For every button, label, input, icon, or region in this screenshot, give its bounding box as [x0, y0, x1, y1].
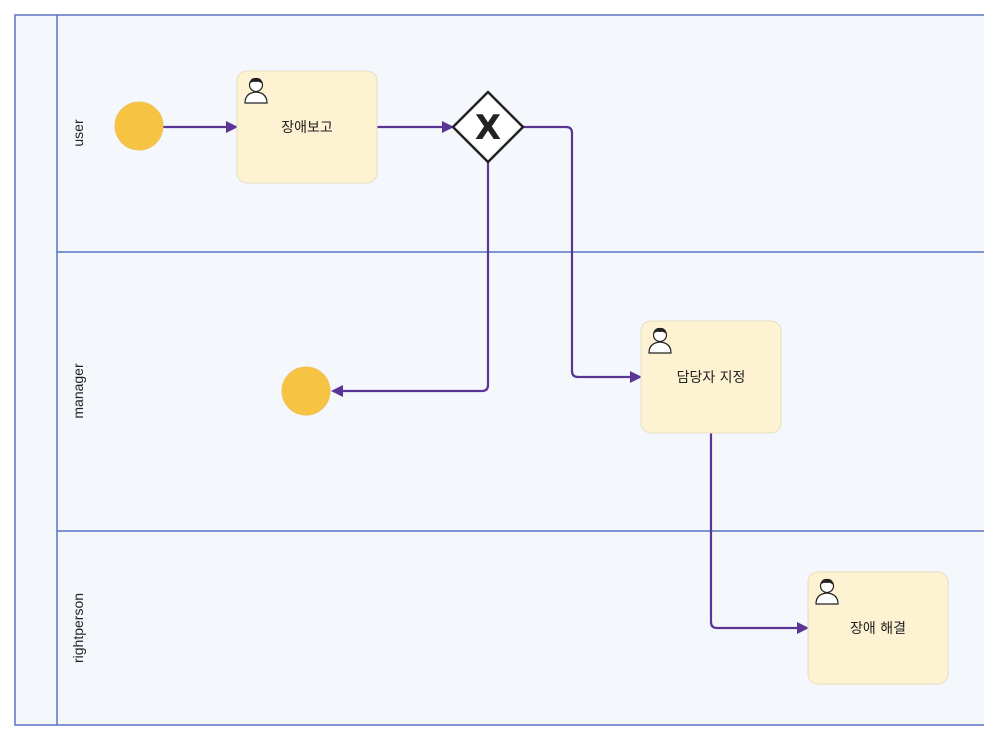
task-label: 장애보고 — [281, 120, 333, 136]
start-event[interactable] — [114, 101, 164, 151]
user-icon — [648, 327, 672, 354]
sequence-flow-gateway-to-assign[interactable] — [522, 125, 642, 383]
task-label: 담당자 지정 — [677, 370, 746, 386]
user-icon — [244, 77, 268, 104]
user-icon — [815, 578, 839, 605]
task-assign[interactable]: 담당자 지정 — [640, 320, 782, 434]
sequence-flow-gateway-to-end[interactable] — [331, 162, 490, 397]
lane-label-user: user — [70, 119, 86, 147]
end-event[interactable] — [281, 366, 331, 416]
task-resolve[interactable]: 장애 해결 — [807, 571, 949, 685]
lane-label-manager: manager — [70, 363, 86, 419]
sequence-flow-assign-to-resolve[interactable] — [709, 433, 809, 634]
task-label: 장애 해결 — [850, 621, 906, 637]
task-report[interactable]: 장애보고 — [236, 70, 378, 184]
exclusive-gateway[interactable]: X — [451, 90, 525, 164]
lane-label-rightperson: rightperson — [70, 593, 86, 663]
gateway-marker: X — [475, 108, 501, 148]
